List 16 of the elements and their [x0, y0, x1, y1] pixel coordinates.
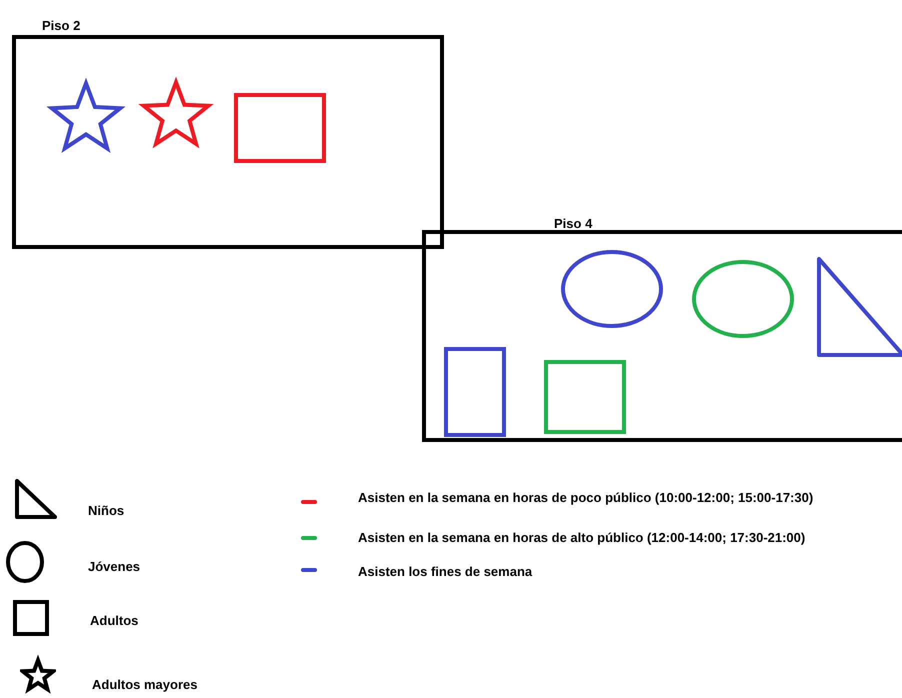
rectangle-shape — [444, 347, 506, 437]
floor-heading: Piso 4 — [554, 216, 592, 231]
legend-label: Niños — [88, 503, 124, 518]
ellipse-shape — [561, 250, 663, 328]
rectangle-shape — [234, 93, 326, 163]
rectangle-shape — [544, 360, 626, 434]
triangle-shape — [817, 257, 902, 357]
legend-label: Adultos — [90, 613, 138, 628]
floor-heading: Piso 2 — [42, 18, 80, 33]
legend-label: Asisten los fines de semana — [358, 564, 532, 579]
star-shape — [46, 79, 126, 155]
legend-label: Jóvenes — [88, 559, 140, 574]
ellipse-shape — [692, 260, 794, 338]
legend-label: Asisten en la semana en horas de alto público (12:00-14:00; 17:30-21:00) — [358, 530, 806, 545]
legend-label: Adultos mayores — [92, 677, 198, 692]
legend-label: Asisten en la semana en horas de poco público (10:00-12:00; 15:00-17:30) — [358, 490, 814, 505]
